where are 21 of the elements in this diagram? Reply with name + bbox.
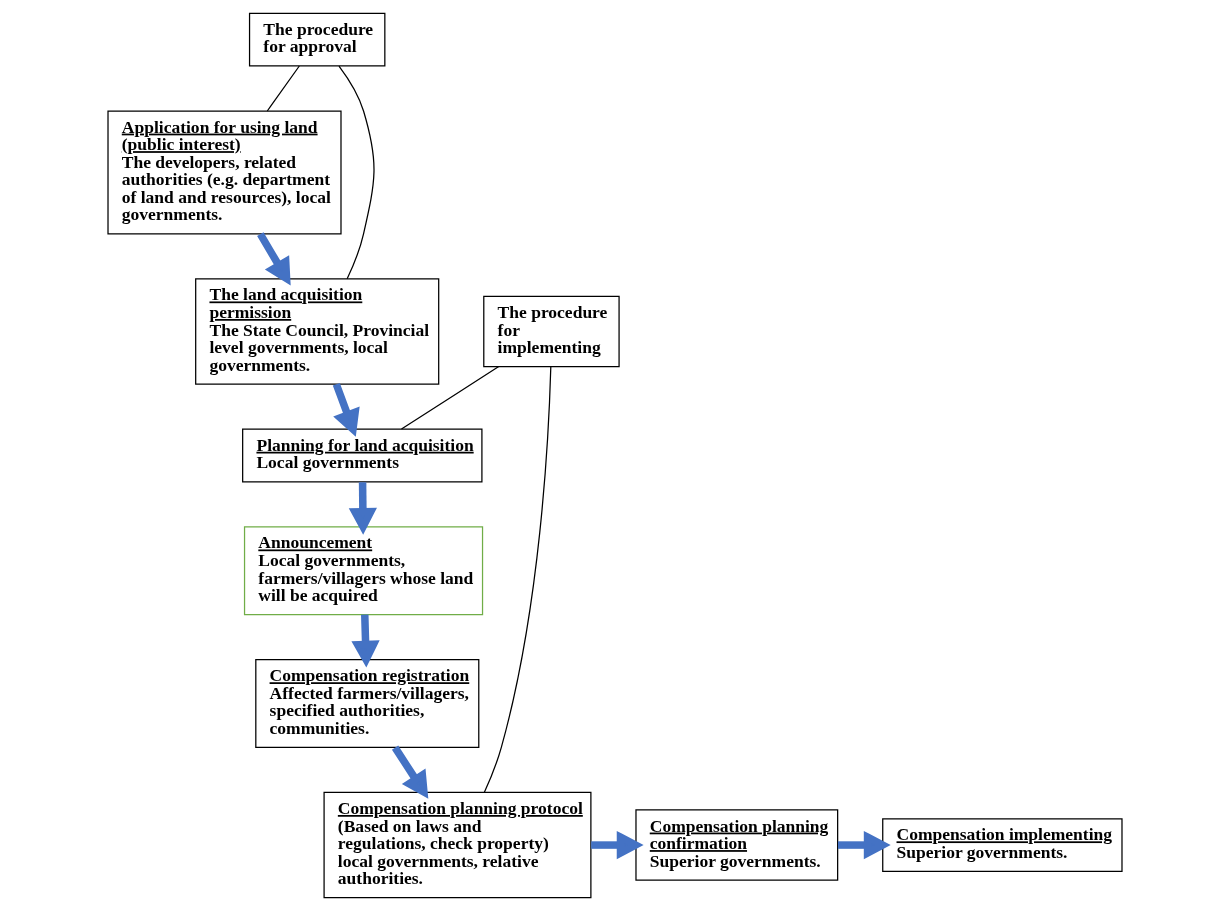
arrow: [590, 830, 644, 860]
arrow: [350, 614, 380, 668]
node-box: The procedure for implementing: [482, 295, 620, 368]
node-box: Planning for land acquisition Local governments: [241, 428, 483, 483]
connector: [337, 65, 375, 280]
arrow: [391, 745, 428, 799]
node-box: Announcement Local governments, farmers/villagers whose land will be acquired: [243, 526, 483, 616]
arrow: [332, 382, 360, 437]
arrow: [348, 482, 377, 535]
node-box: Compensation implementing Superior governments.: [881, 818, 1123, 872]
arrow: [256, 232, 291, 286]
node-box: Application for using land (public interest) The developers, related authorities (e.g. department of land and resources), local governments.: [106, 110, 342, 235]
arrow: [837, 830, 891, 860]
connector: [400, 365, 499, 430]
node-box: Compensation registration Affected farmers/villagers, specified authorities, communities.: [254, 659, 479, 748]
node-box: The procedure for approval: [248, 12, 385, 67]
node-box: Compensation planning protocol (Based on laws and regulations, check property) local governments, relative authorities.: [322, 791, 591, 899]
connector: [483, 366, 551, 793]
node-box: Compensation planning confirmation Superior governments.: [634, 809, 838, 881]
connector: [266, 65, 300, 112]
node-box: The land acquisition permission The State Council, Provincial level governments, local governments.: [194, 278, 439, 385]
